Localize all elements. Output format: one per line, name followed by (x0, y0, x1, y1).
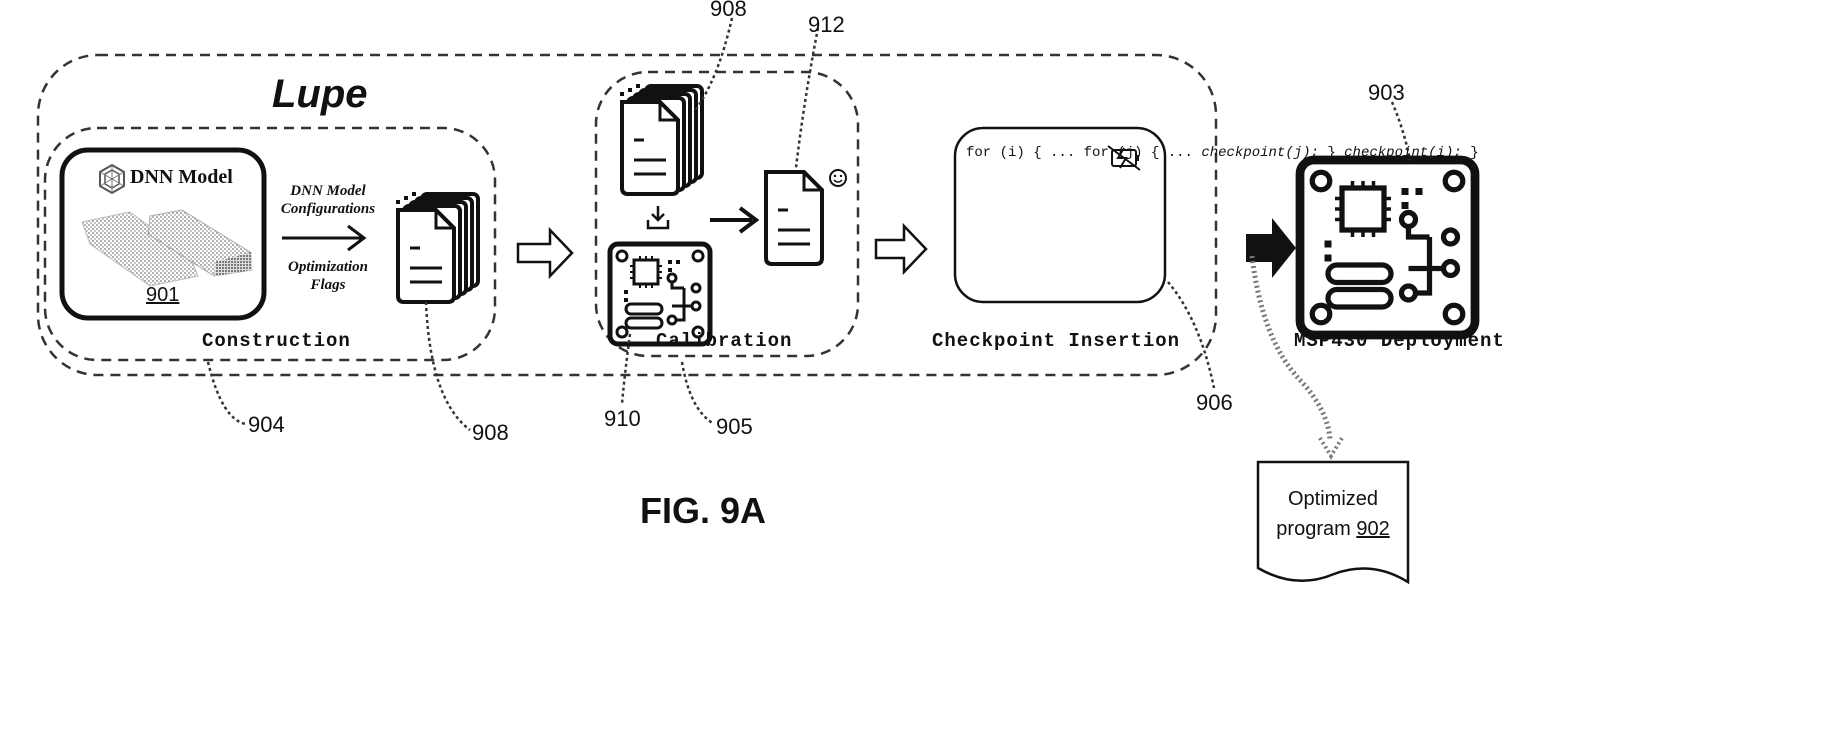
optimized-line1: Optimized (1258, 484, 1408, 514)
ref-902: 902 (1356, 518, 1389, 540)
code-line: } (1327, 145, 1335, 161)
calibration-stage-label: Calibration (656, 330, 792, 352)
ref-903: 903 (1368, 80, 1405, 106)
msp430-board-icon (1300, 160, 1475, 335)
hollow-arrow-1 (518, 230, 572, 276)
ref-901: 901 (146, 284, 179, 307)
configuration-docs-stack (396, 192, 478, 302)
checkpoint-code: for (i) { ... for (j) { ... checkpoint(j… (966, 144, 1479, 163)
ref-910: 910 (604, 406, 641, 432)
download-icon (648, 206, 668, 228)
ref-905: 905 (716, 414, 753, 440)
code-line: for (j) { (1084, 145, 1160, 161)
code-line: } (1470, 145, 1478, 161)
calibration-board-icon (610, 244, 710, 344)
code-line: ... (1168, 145, 1193, 161)
program-word: program (1276, 518, 1356, 540)
ref-908-calibration: 908 (710, 0, 747, 22)
deployment-arrow (1246, 218, 1296, 278)
calibration-docs-stack (620, 84, 702, 194)
ref-906: 906 (1196, 390, 1233, 416)
ref-904: 904 (248, 412, 285, 438)
calibrated-doc (766, 172, 822, 264)
optimized-line2: program 902 (1258, 514, 1408, 544)
code-line: for (i) { (966, 145, 1042, 161)
ref-908-construction: 908 (472, 420, 509, 446)
hollow-arrow-2 (876, 226, 926, 272)
code-line: ... (1050, 145, 1075, 161)
checkpoint-stage-label: Checkpoint Insertion (932, 330, 1180, 352)
code-line: checkpoint(i); (1344, 145, 1462, 161)
construction-stage-label: Construction (202, 330, 351, 352)
smiley-icon (830, 170, 846, 186)
calibration-arrow (710, 208, 756, 232)
arrow-label-configurations: DNN Model Configurations (276, 182, 380, 218)
lupe-title: Lupe (272, 72, 368, 117)
deployment-stage-label: MSP430 Deployment (1294, 330, 1505, 352)
ref-912: 912 (808, 12, 845, 38)
dnn-model-label: DNN Model (130, 166, 233, 189)
arrow-label-optimization-flags: Optimization Flags (278, 258, 378, 294)
optimized-program-label: Optimized program 902 (1258, 484, 1408, 544)
figure-title: FIG. 9A (640, 490, 766, 532)
code-line: checkpoint(j); (1201, 145, 1319, 161)
configuration-arrow (282, 226, 364, 250)
